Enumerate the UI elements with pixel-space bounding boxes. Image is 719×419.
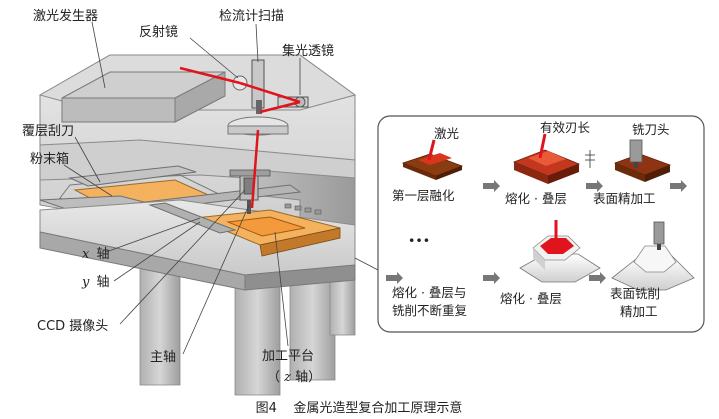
leader-lines	[63, 21, 379, 355]
machine-leg-mid	[234, 284, 281, 396]
label-mirror: 反射镜	[139, 24, 178, 40]
spindle-arm	[229, 169, 271, 177]
inset-label-melt-stack-2: 熔化 · 叠层	[500, 291, 562, 306]
label-work-platform: 加工平台	[262, 349, 314, 364]
step-surface-mill	[611, 221, 695, 291]
focus-lens-tube	[277, 96, 309, 108]
inset-label-ellipsis: •••	[408, 233, 430, 248]
y-axis-var: y	[81, 275, 90, 290]
inset-label-surface-mill-2: 精加工	[620, 304, 658, 319]
effective-length-marker	[585, 150, 595, 168]
label-y-axis: y 轴	[81, 275, 110, 290]
laser-generator-front	[61, 97, 176, 123]
machine-leg-right	[289, 279, 336, 381]
label-laser-generator: 激光发生器	[33, 8, 98, 24]
label-galvo-scanner: 检流计扫描	[219, 9, 284, 24]
label-x-axis: x 轴	[82, 247, 110, 262]
spindle-tool	[247, 200, 251, 214]
step-surface-finish	[613, 139, 672, 182]
machine-table-side	[244, 264, 356, 291]
y-axis-word: 轴	[97, 275, 110, 290]
label-ccd-camera: CCD 摄像头	[37, 319, 108, 334]
y-axis-rail	[148, 202, 237, 234]
inset-arrows-row1	[483, 180, 687, 192]
label-powder-box: 粉末箱	[30, 151, 69, 167]
inset-label-surface-finish-1: 表面精加工	[593, 191, 656, 206]
inset-label-melt-stack-mill-1: 熔化 · 叠层与	[392, 285, 466, 300]
inset-label-milling-head: 铣刀头	[632, 122, 670, 137]
label-recoater-blade: 覆层刮刀	[22, 124, 74, 139]
inset-label-effective-length: 有效刃长	[540, 120, 591, 135]
laser-generator-side	[174, 71, 226, 123]
inset-label-first-layer-melt: 第一层融化	[392, 188, 455, 203]
step-first-layer	[401, 139, 464, 180]
recoater-blade-bar	[68, 165, 197, 187]
machine-illustration	[38, 21, 379, 396]
figure-caption: 图4 金属光造型复合加工原理示意	[256, 400, 463, 416]
work-platform-part	[226, 216, 306, 237]
laser-beam	[179, 66, 301, 209]
inset-arrows-row2	[386, 272, 606, 284]
inset-label-melt-stack-1: 熔化 · 叠层	[505, 191, 567, 206]
label-z-axis: （ z 轴）	[267, 370, 321, 385]
x-axis-word: 轴	[96, 247, 109, 262]
inset-label-melt-stack-mill-2: 铣削不断重复	[392, 303, 468, 318]
label-spindle: 主轴	[150, 350, 176, 365]
z-axis-close: 轴）	[295, 370, 321, 385]
label-focus-lens: 集光透镜	[282, 43, 334, 59]
z-axis-var: z	[283, 370, 291, 385]
step-melt-stack-1	[512, 133, 581, 184]
process-inset: 激光 有效刃长 铣刀头 第一层融化 熔化 · 叠层 表面精加工 ••• 熔化 ·…	[377, 115, 705, 333]
step-melt-stack-2	[519, 220, 601, 283]
inset-label-laser: 激光	[434, 126, 459, 141]
galvo-scanner-cap	[256, 100, 262, 114]
z-axis-open: （	[267, 370, 280, 385]
platform-clamps	[284, 203, 322, 215]
work-platform-side	[259, 227, 341, 257]
machine-leg-left	[139, 264, 181, 386]
main-labels: 激光发生器 反射镜 检流计扫描 集光透镜 覆层刮刀 粉末箱 x 轴 y 轴 CC…	[22, 8, 334, 385]
inset-label-surface-mill-1: 表面铣削	[610, 286, 660, 301]
x-axis-var: x	[82, 247, 90, 262]
